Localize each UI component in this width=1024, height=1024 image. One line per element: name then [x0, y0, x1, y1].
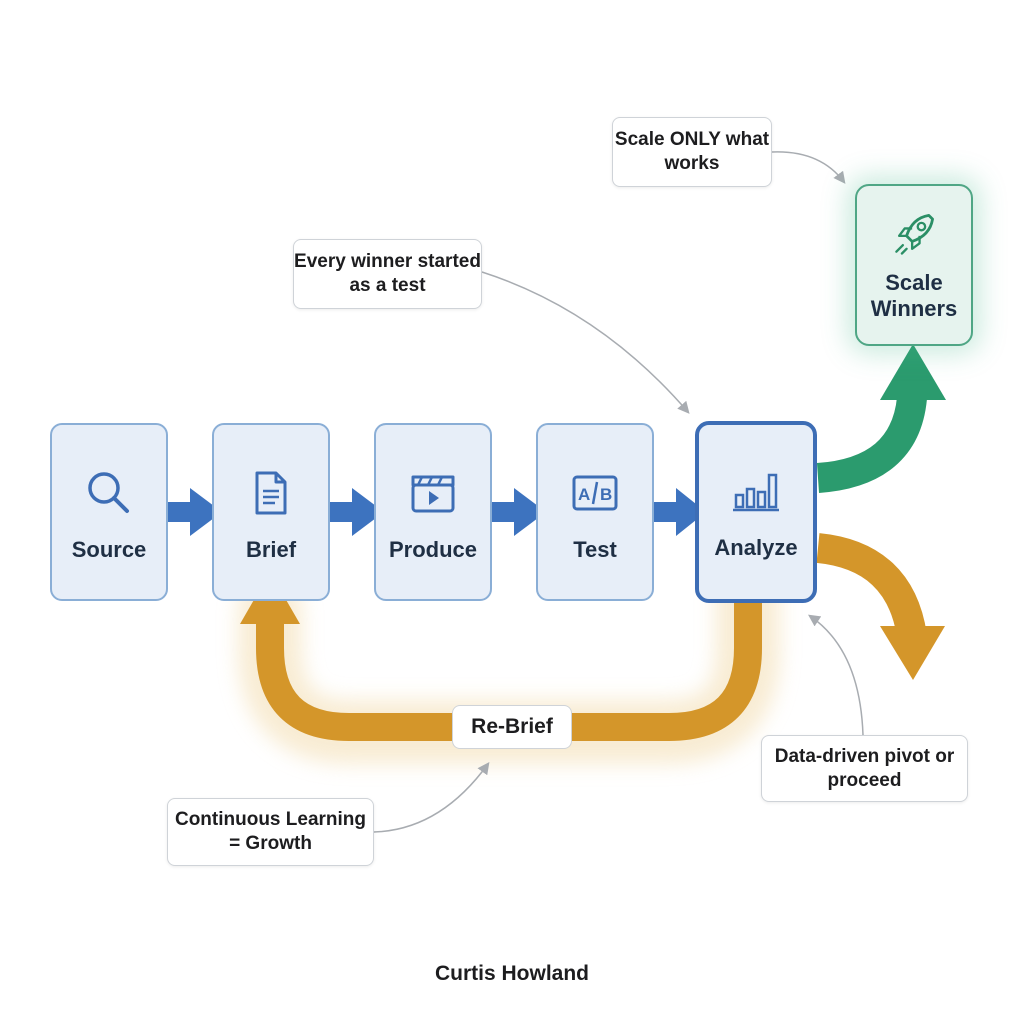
step-analyze: Analyze [695, 421, 817, 603]
connector-every-winner [481, 271, 690, 414]
connector-scale-only [771, 151, 846, 184]
scale-arrowhead [880, 344, 946, 400]
step-produce: Produce [374, 423, 492, 601]
rebrief-label: Re-Brief [452, 705, 572, 749]
flow-arrow-1 [168, 488, 222, 536]
callout-every-winner: Every winner started as a test [293, 239, 482, 309]
step-label: Produce [388, 537, 478, 562]
flow-arrow-3 [492, 488, 546, 536]
flow-arrow-2 [330, 488, 384, 536]
step-test: A B Test [536, 423, 654, 601]
connector-pivot [808, 614, 864, 736]
step-label: Analyze [714, 535, 798, 560]
step-source: Source [50, 423, 168, 601]
scale-arrow [816, 396, 927, 493]
pivot-arrow [816, 533, 927, 639]
clapperboard-icon [411, 475, 455, 513]
step-label: Test [573, 537, 617, 562]
pivot-arrowhead [880, 626, 945, 680]
document-icon [255, 471, 287, 515]
bar-chart-icon [733, 473, 779, 512]
callout-pivot: Data-driven pivot or proceed [761, 735, 968, 802]
step-brief: Brief [212, 423, 330, 601]
svg-text:B: B [600, 485, 612, 504]
footer-author: Curtis Howland [434, 962, 589, 985]
connector-learning [373, 762, 490, 833]
svg-text:A: A [578, 485, 590, 504]
scale-winners-box: Scale Winners [855, 184, 973, 346]
callout-scale-only: Scale ONLY what works [612, 117, 772, 187]
step-label: Brief [245, 537, 297, 562]
callout-learning: Continuous Learning = Growth [167, 798, 374, 866]
ab-test-icon: A B [572, 475, 618, 511]
rocket-icon [895, 214, 934, 255]
step-label: Source [71, 537, 147, 562]
search-icon [88, 472, 129, 513]
flow-arrow-4 [654, 488, 706, 536]
scale-winners-label: Scale Winners [870, 270, 958, 321]
